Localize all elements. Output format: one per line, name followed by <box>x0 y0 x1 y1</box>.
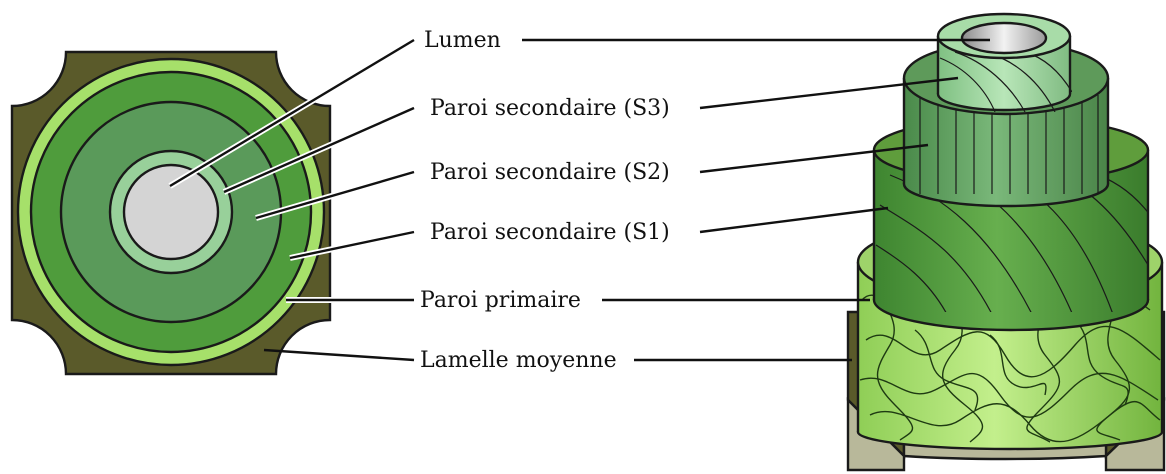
s2-fibrils <box>919 95 1099 194</box>
cross-section-lumen <box>122 163 220 261</box>
layered-cylinder <box>846 12 1166 472</box>
label-primary-wall: Paroi primaire <box>420 288 581 313</box>
labels: Lumen Paroi secondaire (S3) Paroi second… <box>420 28 670 373</box>
label-middle-lamella: Lamelle moyenne <box>420 348 617 373</box>
label-lumen: Lumen <box>424 28 501 53</box>
label-s2: Paroi secondaire (S2) <box>430 160 670 185</box>
label-s3: Paroi secondaire (S3) <box>430 96 670 121</box>
label-s1: Paroi secondaire (S1) <box>430 220 670 245</box>
leader-lines <box>168 37 990 362</box>
cylinder-lumen <box>960 21 1048 55</box>
